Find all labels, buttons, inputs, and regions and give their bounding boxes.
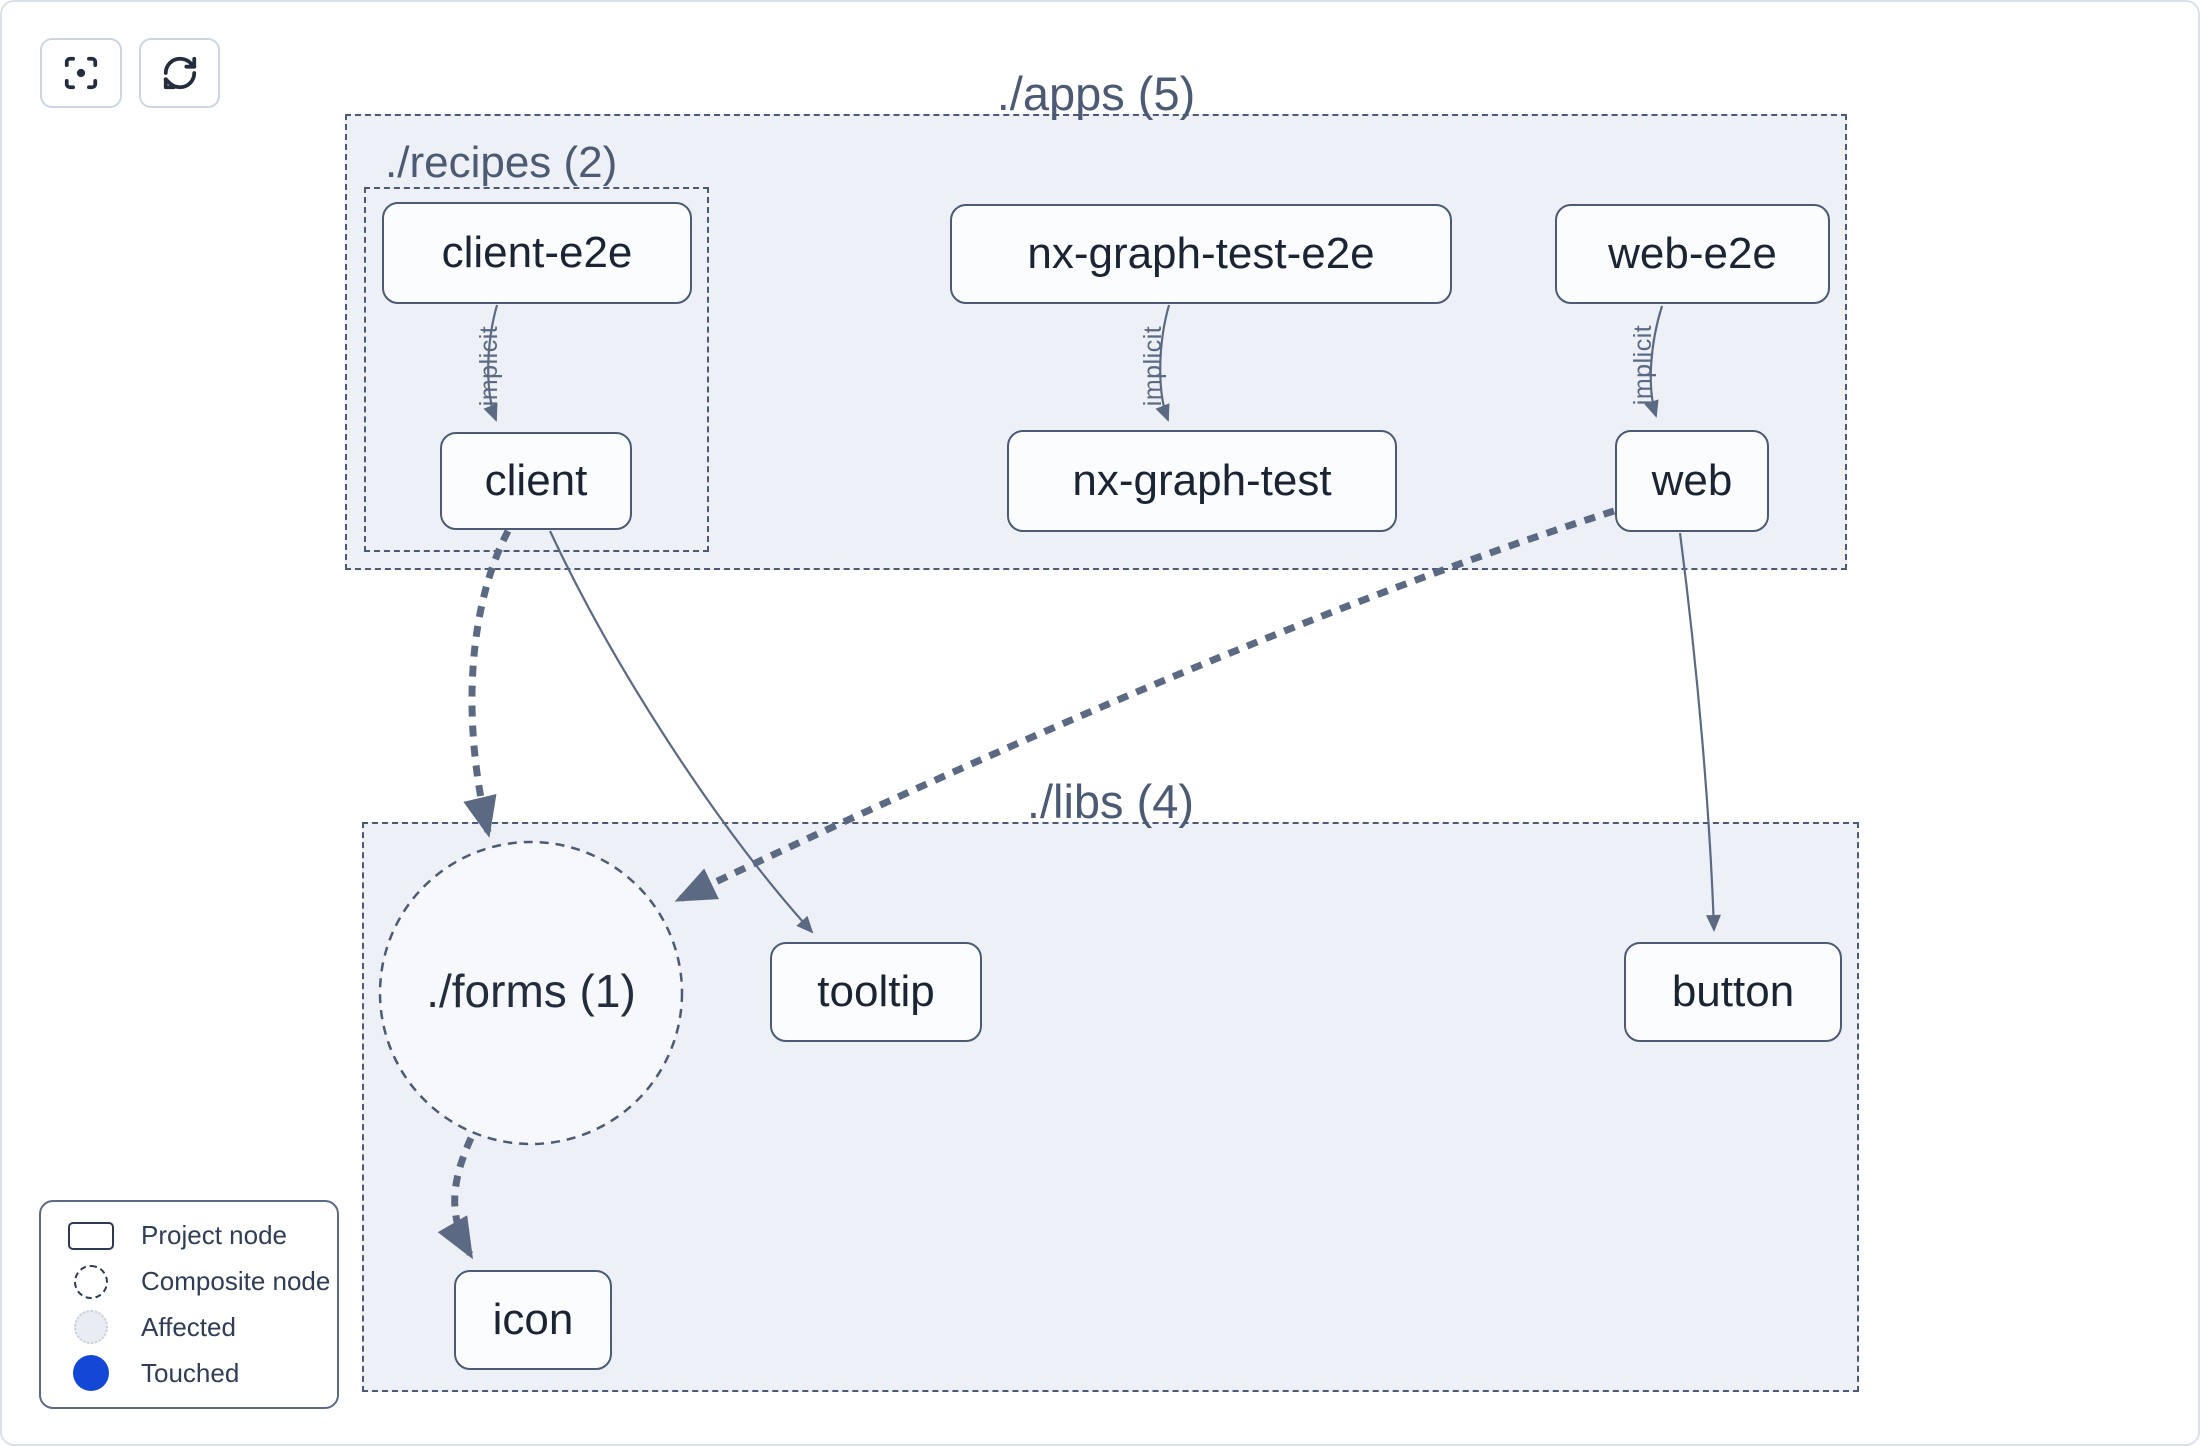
- refresh-icon: [163, 56, 196, 90]
- center-graph-button[interactable]: [40, 38, 122, 108]
- legend-item-composite-node: Composite node: [41, 1260, 337, 1304]
- node-label: tooltip: [817, 967, 935, 1016]
- legend-item-project-node: Project node: [41, 1214, 337, 1258]
- group-apps-title: ./apps (5): [996, 67, 1196, 120]
- node-label: nx-graph-test: [1072, 456, 1332, 505]
- node-nx-graph-test[interactable]: nx-graph-test: [1007, 430, 1397, 532]
- node-tooltip[interactable]: tooltip: [770, 942, 982, 1042]
- refresh-graph-button[interactable]: [139, 38, 220, 108]
- legend-item-touched: Touched: [41, 1351, 337, 1395]
- group-recipes-title: ./recipes (2): [385, 138, 618, 187]
- node-label: nx-graph-test-e2e: [1027, 229, 1375, 278]
- legend-label: Touched: [141, 1357, 240, 1388]
- group-recipes: [364, 187, 709, 552]
- node-web-e2e[interactable]: web-e2e: [1555, 204, 1830, 304]
- node-label: web: [1651, 456, 1733, 505]
- legend-item-affected: Affected: [41, 1305, 337, 1349]
- edge-label-implicit: implicit: [1629, 324, 1657, 406]
- node-button[interactable]: button: [1624, 942, 1842, 1042]
- edge-label-implicit: implicit: [1139, 325, 1167, 407]
- composite-node-forms-label[interactable]: ./forms (1): [426, 965, 636, 1017]
- edge-label-implicit: implicit: [475, 325, 503, 407]
- affected-swatch: [41, 1310, 141, 1345]
- node-label: button: [1671, 967, 1795, 1016]
- node-nx-graph-test-e2e[interactable]: nx-graph-test-e2e: [950, 204, 1452, 304]
- node-label: icon: [492, 1295, 574, 1344]
- node-label: web-e2e: [1608, 229, 1777, 278]
- project-node-swatch: [41, 1221, 141, 1250]
- node-client[interactable]: client: [440, 432, 632, 530]
- legend: Project node Composite node Affected Tou…: [39, 1200, 339, 1409]
- group-libs-title: ./libs (4): [1026, 775, 1195, 828]
- legend-label: Project node: [141, 1220, 287, 1251]
- legend-label: Composite node: [141, 1266, 331, 1297]
- node-label: client: [484, 456, 588, 505]
- node-web[interactable]: web: [1615, 430, 1769, 532]
- legend-label: Affected: [141, 1311, 236, 1342]
- node-client-e2e[interactable]: client-e2e: [382, 202, 692, 304]
- touched-swatch: [41, 1355, 141, 1392]
- composite-node-swatch: [41, 1264, 141, 1299]
- node-label: client-e2e: [441, 228, 633, 277]
- focus-icon: [64, 56, 98, 90]
- node-icon[interactable]: icon: [454, 1270, 612, 1370]
